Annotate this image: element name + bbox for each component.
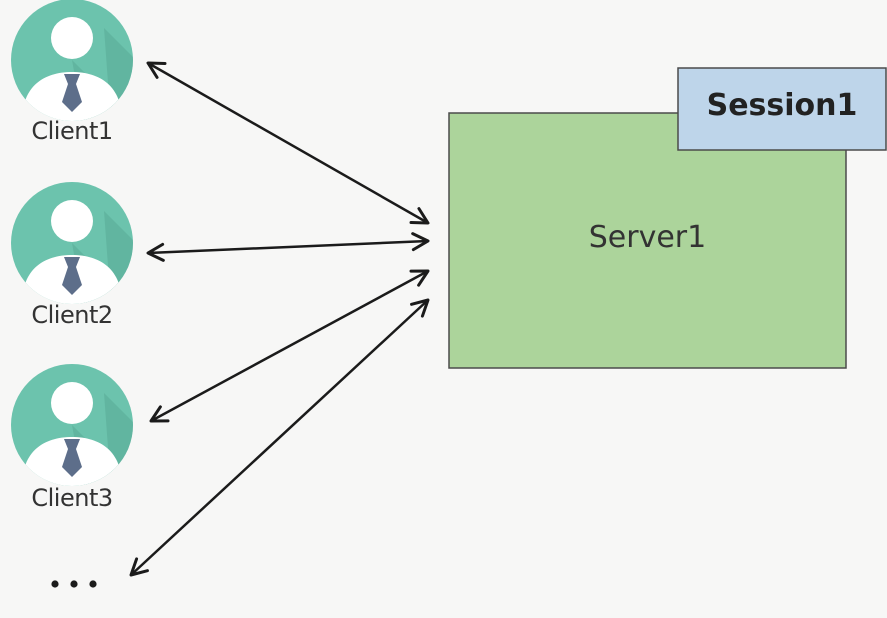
session-label: Session1 — [706, 88, 858, 123]
client-2-label: Client2 — [31, 301, 113, 329]
client-2-connection-arrow — [146, 232, 430, 262]
server-box — [448, 112, 847, 369]
more-clients-ellipsis — [51, 580, 97, 588]
client-3-connection-arrow — [149, 269, 430, 423]
session-box — [677, 67, 887, 151]
client-1-connection-arrow — [146, 61, 430, 225]
client-1-label: Client1 — [31, 117, 113, 145]
client-3-label: Client3 — [31, 484, 113, 512]
more-clients-connection-arrow — [129, 298, 430, 577]
server-label: Server1 — [588, 220, 707, 255]
